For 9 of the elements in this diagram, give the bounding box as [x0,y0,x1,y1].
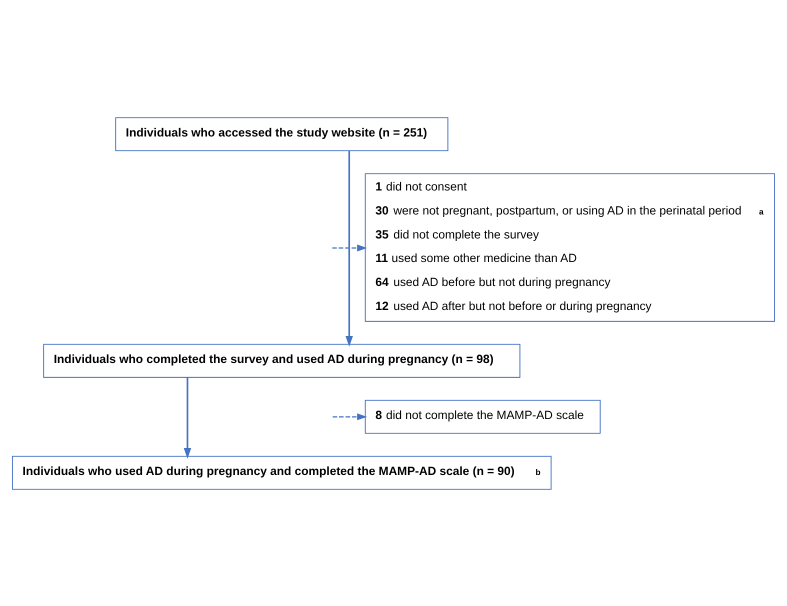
node-box: Individuals who used AD during pregnancy and completed the MAMP-AD scale (n = 90) b [12,455,552,490]
arrow [346,150,353,346]
node-box: Individuals who completed the survey and used AD during pregnancy (n = 98) [43,343,520,378]
node-box: 1 did not consent 30 were not pregnant, postpartum, or using AD in the perinatal period a 35 did not complete the survey 11 used some other medicine than AD 64 used AD before but not during pregnancy 12 used AD after but not before or during pregnancy [364,172,776,322]
arrow [332,412,368,420]
node-box: 8 did not complete the MAMP-AD scale [364,399,601,434]
arrow [184,376,192,458]
node-box: Individuals who accessed the study website (n = 251) [115,116,448,151]
arrow [332,244,368,251]
